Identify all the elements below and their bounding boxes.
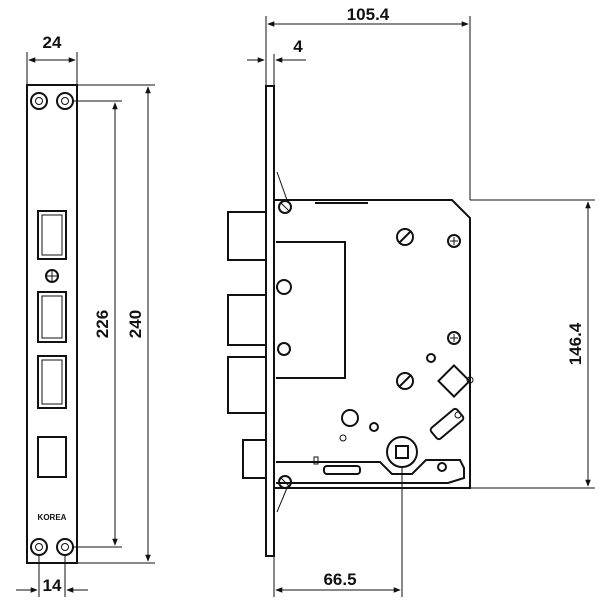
svg-text:66.5: 66.5 <box>323 570 356 589</box>
dimension-faceplate-thickness: 4 <box>247 37 306 86</box>
slide-plate <box>276 241 346 379</box>
spindle-follower <box>386 436 418 468</box>
svg-text:4: 4 <box>293 37 303 56</box>
faceplate-screw-hole <box>56 538 74 556</box>
faceplate-outline <box>26 84 78 564</box>
bottom-slide <box>276 456 465 484</box>
dimension-case-height: 146.4 <box>470 199 595 489</box>
dimension-overall-depth: 105.4 <box>265 5 471 200</box>
slotted-screw <box>396 228 414 246</box>
faceplate-screw-hole <box>56 92 74 110</box>
latch-opening <box>37 355 67 409</box>
lock-case-outline <box>274 199 471 489</box>
faceplate-screw-hole <box>30 538 48 556</box>
auxiliary-latch-opening <box>37 436 67 478</box>
brand-marking: KOREA <box>38 513 67 522</box>
lock-body-side-view <box>227 85 474 557</box>
dimension-backset: 66.5 <box>273 467 403 597</box>
svg-text:226: 226 <box>93 310 112 338</box>
deadbolt-opening <box>37 210 67 260</box>
svg-text:240: 240 <box>126 310 145 338</box>
faceplate-front-view: KOREA <box>26 84 78 564</box>
svg-text:105.4: 105.4 <box>347 5 390 24</box>
latch-opening <box>37 291 67 343</box>
svg-text:14: 14 <box>43 576 62 595</box>
svg-text:146.4: 146.4 <box>566 322 585 365</box>
case-screw <box>278 200 292 214</box>
dimension-bottom-offset: 14 <box>16 556 88 597</box>
faceplate-edge <box>265 85 275 557</box>
slotted-screw <box>396 372 414 390</box>
dimension-hole-spacing: 226 <box>74 100 122 548</box>
latch-bolt <box>227 294 266 346</box>
dimension-faceplate-width: 24 <box>26 33 78 85</box>
faceplate-screw-hole <box>30 92 48 110</box>
phillips-screw <box>447 234 461 248</box>
latch-bolt <box>227 356 266 414</box>
svg-text:24: 24 <box>43 33 62 52</box>
thumbturn-hub <box>341 409 359 427</box>
phillips-screw <box>447 331 461 345</box>
square-hub <box>437 364 474 398</box>
trigger-lever <box>429 407 465 441</box>
auxiliary-latch <box>242 439 266 479</box>
dimension-faceplate-length: 240 <box>77 84 155 564</box>
deadbolt <box>227 211 266 261</box>
